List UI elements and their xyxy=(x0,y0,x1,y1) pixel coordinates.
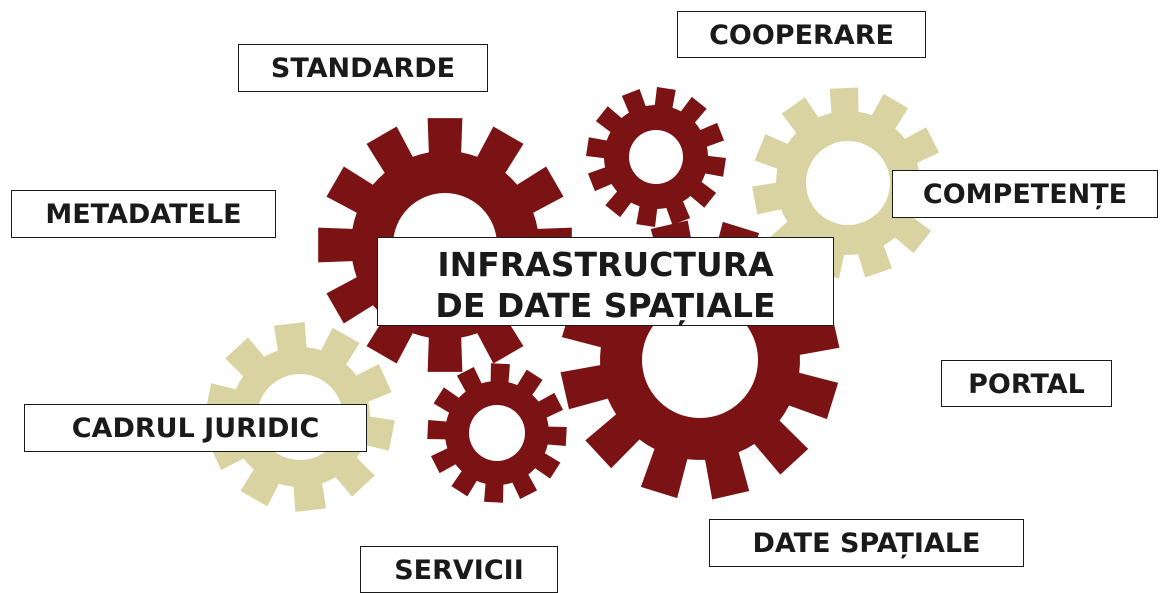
label-cadrul-juridic: CADRUL JURIDIC xyxy=(24,404,367,452)
label-date-spatiale: DATE SPAȚIALE xyxy=(709,519,1024,567)
light-gear-left-icon xyxy=(205,322,395,512)
label-cooperare: COOPERARE xyxy=(677,11,926,58)
label-competente: COMPETENȚE xyxy=(892,170,1158,218)
label-portal: PORTAL xyxy=(941,360,1112,407)
diagram-title: INFRASTRUCTURA DE DATE SPAȚIALE xyxy=(377,237,834,326)
diagram-title-line2: DE DATE SPAȚIALE xyxy=(435,286,776,326)
dark-gear-bottom-icon xyxy=(427,363,567,503)
light-gear-right-icon xyxy=(752,87,944,279)
label-servicii: SERVICII xyxy=(360,546,558,593)
diagram-title-line1: INFRASTRUCTURA xyxy=(437,245,774,284)
label-standarde: STANDARDE xyxy=(238,44,488,92)
label-metadatele: METADATELE xyxy=(11,190,276,238)
dark-gear-top-icon xyxy=(586,87,726,227)
